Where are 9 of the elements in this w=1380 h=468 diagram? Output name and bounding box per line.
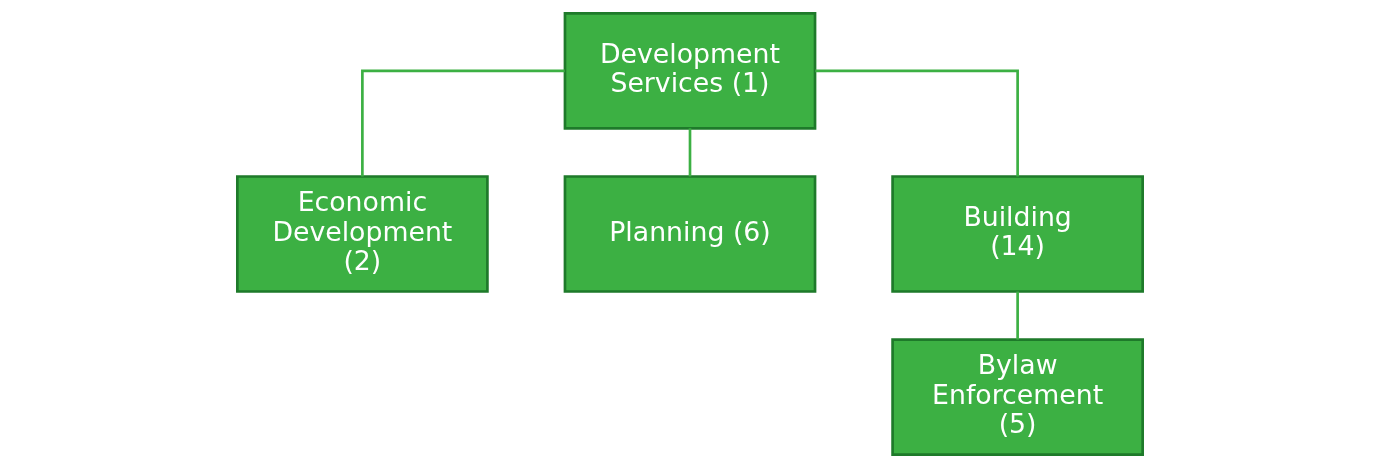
- node-box: Development Services (1): [563, 12, 817, 130]
- connector: [361, 69, 565, 177]
- node-box: Bylaw Enforcement (5): [891, 338, 1144, 456]
- connector: [1016, 291, 1019, 340]
- node-box: Building (14): [891, 175, 1144, 293]
- connector: [815, 69, 1019, 177]
- connector: [688, 128, 692, 177]
- node-box: Economic Development (2): [236, 175, 489, 293]
- node-box: Planning (6): [563, 175, 817, 293]
